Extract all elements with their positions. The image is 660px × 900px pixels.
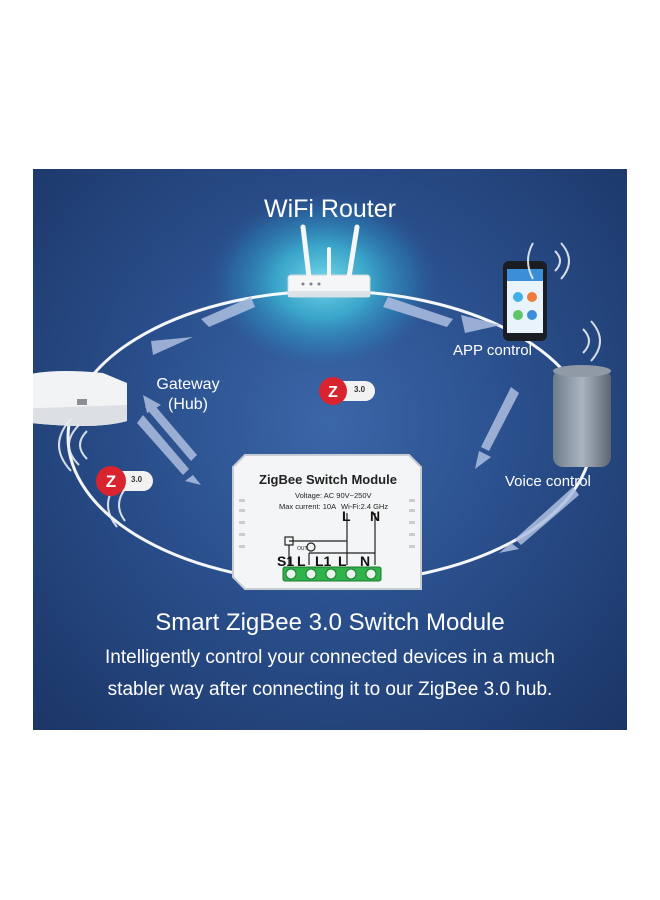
svg-text:Z: Z	[328, 384, 338, 401]
top-terminal-l: L	[342, 508, 351, 524]
app-control-label: APP control	[453, 342, 532, 359]
gateway-hub-icon	[33, 371, 127, 426]
terminal-l-out: L	[297, 553, 306, 569]
zigbee-version-center: 3.0	[354, 385, 366, 394]
zigbee-version-left: 3.0	[131, 475, 143, 484]
module-max-current: Max current: 10A	[279, 502, 337, 511]
feature-panel: Z Z	[33, 169, 627, 730]
diagram-scene: Z Z	[33, 189, 611, 590]
terminal-n: N	[360, 553, 371, 569]
module-wifi: Wi-Fi:2.4 GHz	[341, 502, 389, 511]
zigbee-badge-center: Z	[319, 377, 375, 405]
module-voltage: Voltage: AC 90V~250V	[295, 491, 372, 500]
out-label: OUT	[297, 546, 308, 552]
switch-module-icon	[232, 454, 422, 590]
gateway-label-line1: Gateway	[156, 376, 220, 393]
gateway-label: Gateway (Hub)	[133, 375, 243, 415]
voice-control-label: Voice control	[505, 473, 591, 490]
router-title: WiFi Router	[264, 195, 396, 223]
headline: Smart ZigBee 3.0 Switch Module	[155, 609, 505, 636]
terminal-l1: L1	[315, 553, 332, 569]
router-icon	[287, 224, 371, 298]
terminal-s1: S1	[277, 553, 295, 569]
module-title: ZigBee Switch Module	[259, 472, 397, 487]
zigbee-badge-left: Z	[96, 466, 153, 496]
flow-arrows	[137, 297, 579, 553]
subline-1: Intelligently control your connected dev…	[105, 647, 555, 668]
smart-speaker-icon	[553, 365, 611, 467]
signal-waves	[58, 242, 601, 528]
svg-text:Z: Z	[106, 472, 116, 491]
gateway-label-line2: (Hub)	[167, 396, 208, 413]
smartphone-icon	[503, 261, 547, 341]
top-terminal-n: N	[370, 508, 381, 524]
terminal-l: L	[338, 553, 347, 569]
subline-2: stabler way after connecting it to our Z…	[107, 679, 553, 700]
